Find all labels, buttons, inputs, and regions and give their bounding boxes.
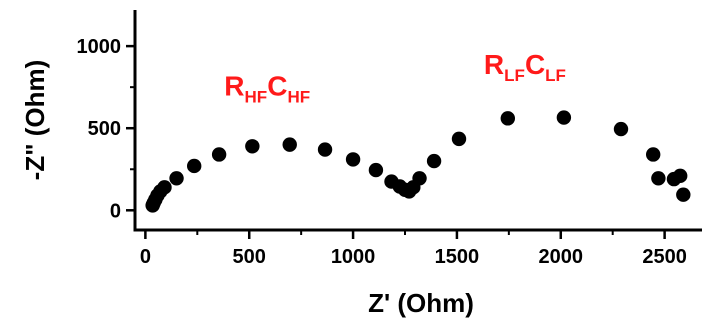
data-point (451, 131, 467, 147)
x-tick-label: 0 (140, 246, 151, 268)
data-point (211, 147, 227, 162)
annotation-hf-part: R (224, 70, 244, 101)
data-points (145, 110, 691, 213)
y-tick-label: 1000 (77, 36, 122, 58)
x-tick-label: 2500 (642, 246, 687, 268)
data-point (426, 153, 442, 169)
data-point (651, 171, 666, 186)
x-tick-label: 500 (233, 246, 266, 268)
data-point (412, 171, 427, 186)
y-axis-title: -Z" (Ohm) (20, 60, 50, 181)
annotation-hf-part: HF (245, 87, 268, 106)
x-tick-label: 2000 (539, 246, 584, 268)
data-point (676, 187, 691, 202)
annotation-lf-part: LF (504, 66, 525, 85)
axes (133, 10, 702, 232)
y-tick-label: 500 (88, 118, 121, 140)
data-point (368, 162, 384, 178)
annotation-hf-part: C (267, 70, 287, 101)
data-point (157, 180, 172, 195)
data-point (245, 139, 260, 154)
x-tick-label: 1500 (435, 246, 480, 268)
data-point (672, 168, 688, 184)
x-tick-label: 1000 (331, 246, 376, 268)
annotation-lf: RLFCLF (484, 49, 566, 85)
annotation-hf-part: HF (287, 87, 310, 106)
data-point (500, 111, 516, 126)
annotation-lf-part: R (484, 49, 504, 80)
tick-marks (126, 44, 666, 239)
y-tick-label: 0 (110, 200, 121, 222)
x-axis-title: Z' (Ohm) (368, 288, 474, 318)
data-point (282, 137, 297, 152)
data-point (186, 158, 202, 174)
annotation-lf-part: C (525, 49, 545, 80)
data-point (169, 171, 184, 186)
data-point (317, 142, 333, 157)
annotation-lf-part: LF (545, 66, 566, 85)
annotation-hf: RHFCHF (224, 70, 310, 106)
data-point (345, 152, 361, 167)
tick-labels: 0 500 1000 1500 2000 2500 0 500 1000 (77, 36, 687, 268)
data-point (556, 110, 572, 125)
data-point (645, 147, 661, 162)
data-point (613, 121, 629, 137)
